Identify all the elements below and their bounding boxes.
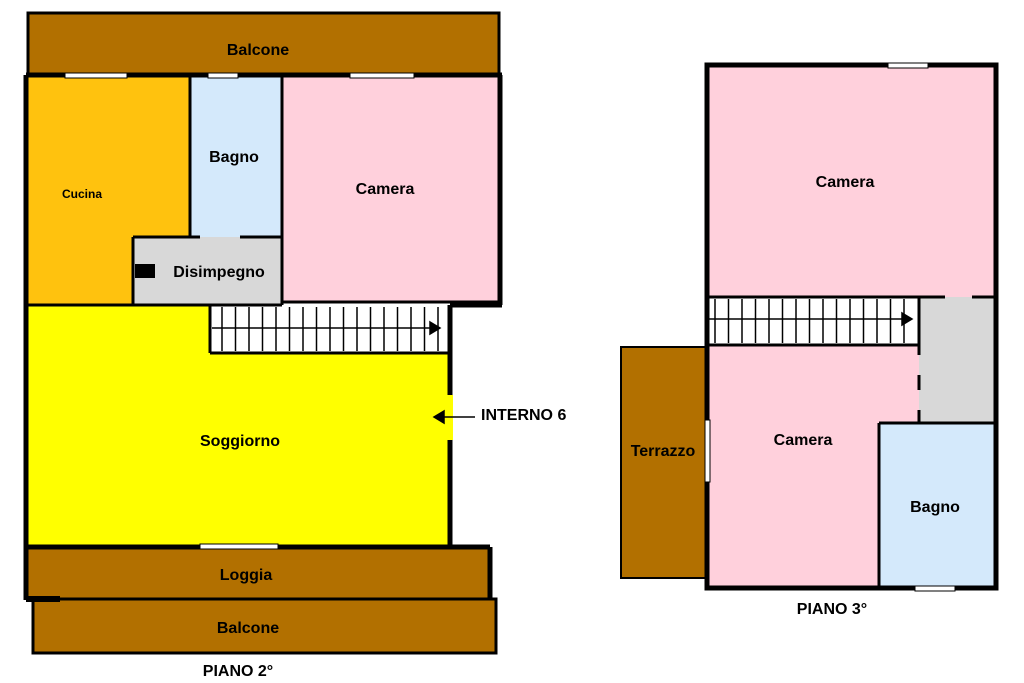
stair-arrow-piano-2 [212, 320, 442, 336]
label-bagno: Bagno [209, 149, 259, 166]
label-camera: Camera [356, 181, 415, 198]
interior-walls-piano-3 [707, 295, 996, 588]
room-camera [282, 77, 500, 302]
stairs-piano-3 [714, 299, 905, 343]
floor-plan-piano-2: Balcone Cucina Bagno Camera Disimpegno S… [23, 11, 566, 680]
label-disimpegno: Disimpegno [173, 264, 265, 281]
label-terrazzo: Terrazzo [631, 443, 696, 460]
stair-area-3 [707, 297, 919, 345]
stair-arrow-piano-3 [709, 311, 914, 327]
windows-piano-2 [64, 72, 415, 550]
label-balcone-top: Balcone [227, 42, 289, 59]
floor-plan-piano-3: Camera Camera Bagno Terrazzo PIANO 3° [620, 62, 999, 618]
room-loggia [28, 546, 490, 599]
walls-piano-3 [704, 62, 999, 591]
room-terrazzo [620, 346, 708, 579]
room-balcone-bottom [31, 597, 498, 655]
loggia-corner [26, 596, 60, 602]
label-balcone-bottom: Balcone [217, 620, 279, 637]
interior-walls-piano-2 [28, 77, 500, 355]
entrance-arrow [432, 409, 475, 425]
closet-marker [135, 264, 155, 278]
caption-piano-3: PIANO 3° [797, 601, 867, 618]
label-loggia: Loggia [220, 567, 273, 584]
label-camera-top: Camera [816, 174, 875, 191]
room-camera-top [707, 65, 996, 297]
caption-piano-2: PIANO 2° [203, 663, 273, 680]
label-camera-bottom: Camera [774, 432, 833, 449]
landing-3 [919, 297, 996, 423]
windows-piano-3 [704, 62, 956, 592]
label-bagno-3: Bagno [910, 499, 960, 516]
label-soggiorno: Soggiorno [200, 433, 280, 450]
stairs-piano-2 [221, 307, 439, 351]
label-entrance: INTERNO 6 [481, 407, 566, 424]
room-balcone-top [26, 11, 501, 77]
room-bagno [190, 77, 282, 237]
label-cucina: Cucina [62, 187, 102, 201]
room-disimpegno [133, 237, 282, 305]
room-bagno-3 [879, 423, 996, 588]
